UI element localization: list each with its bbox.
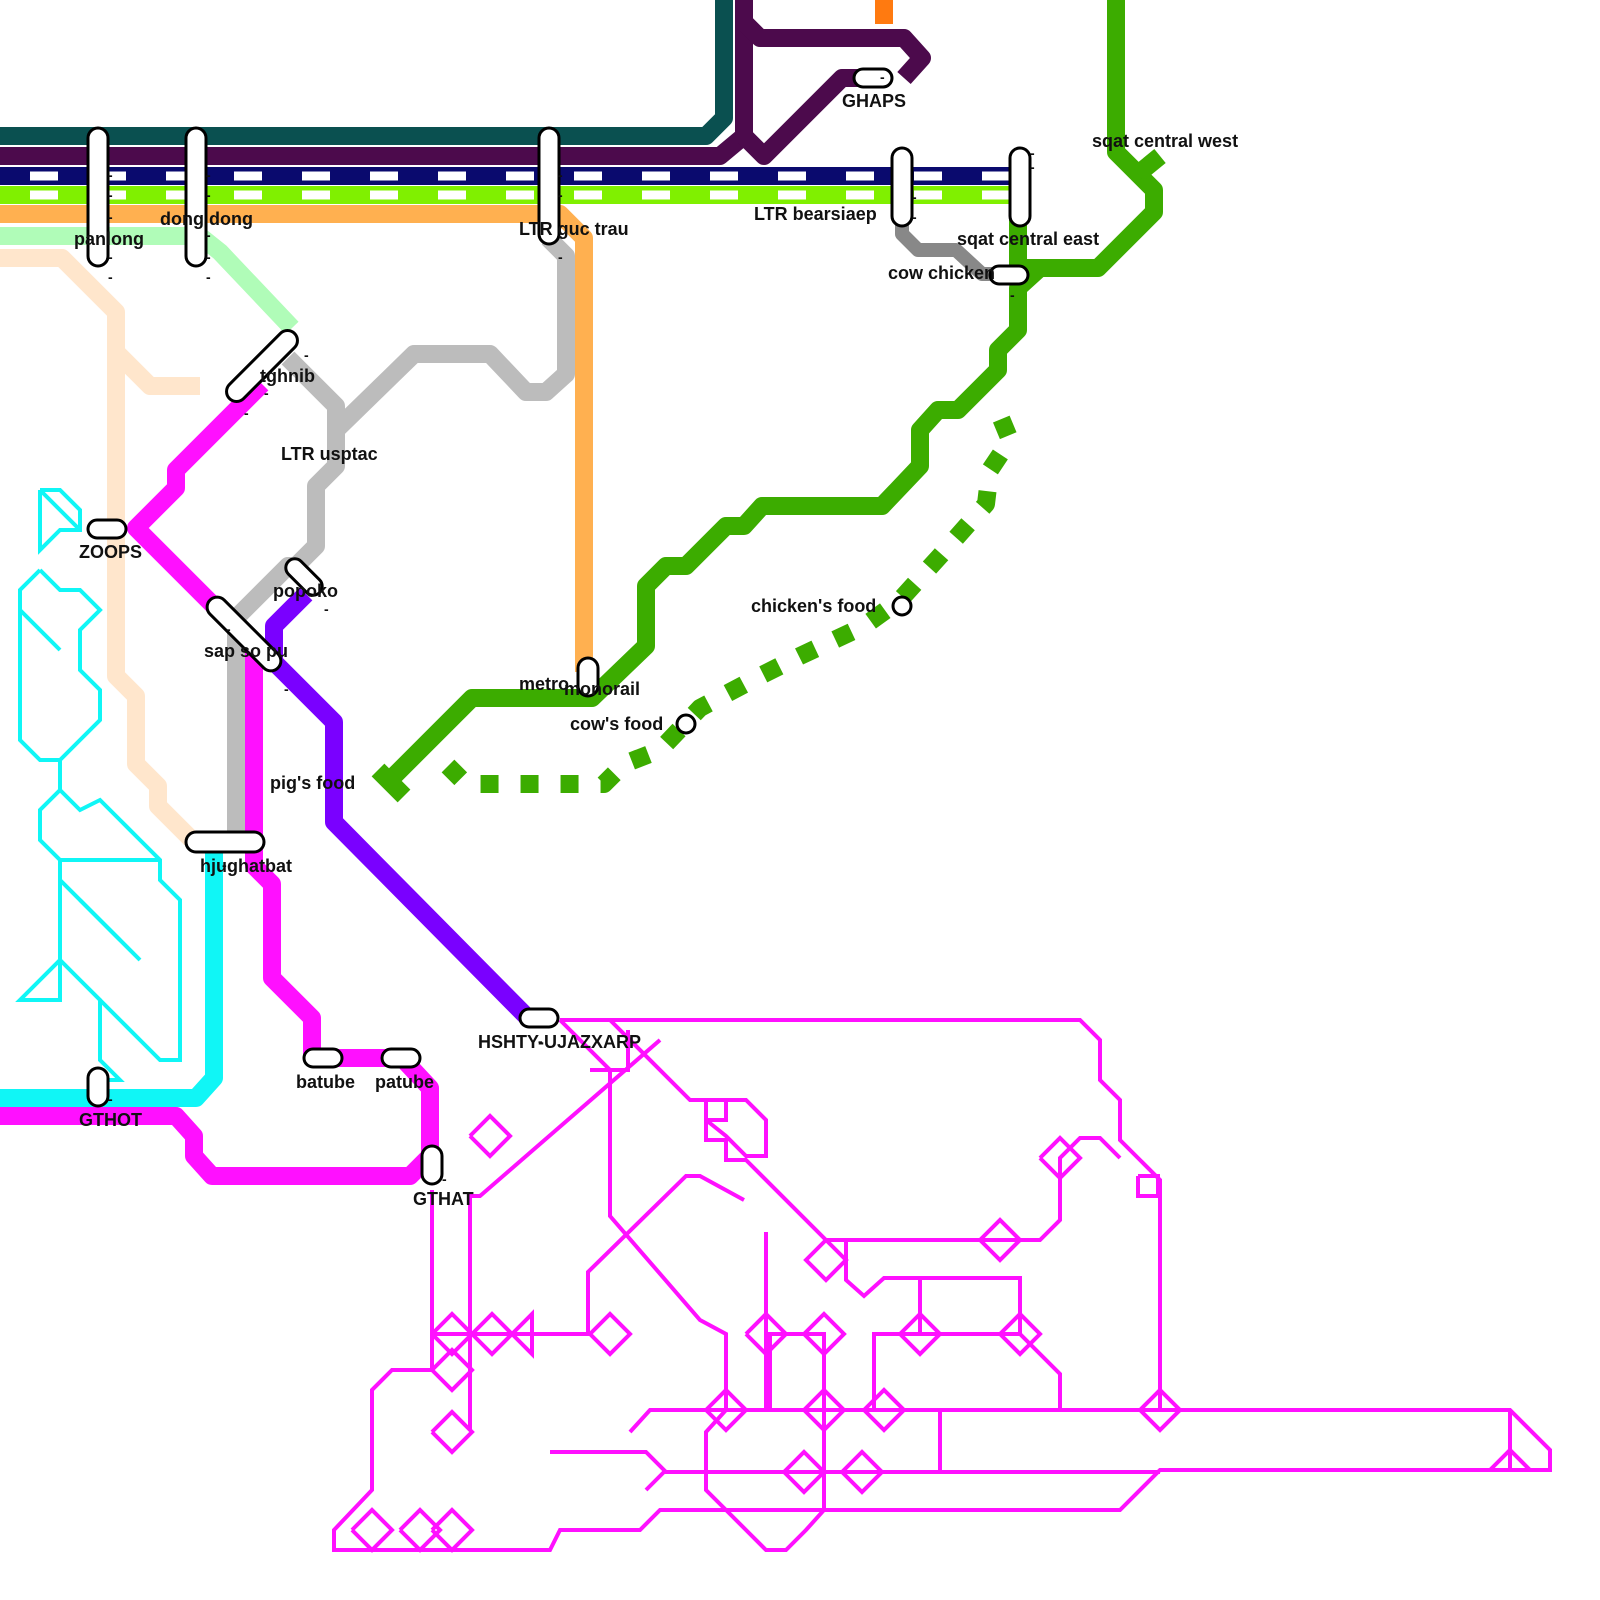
magenta-line-west[interactable] (0, 1116, 430, 1176)
station-zoops[interactable] (88, 520, 126, 538)
tick: - (226, 621, 231, 637)
tick: - (1030, 159, 1035, 175)
label-dong-dong: dong dong (160, 209, 253, 229)
station-ltr-bearsiaep[interactable] (892, 148, 912, 226)
tick: - (206, 167, 211, 183)
tick: - (206, 187, 211, 203)
tick: - (304, 347, 309, 363)
label-cows-food: cow's food (570, 714, 663, 734)
station-gthat[interactable] (422, 1146, 442, 1184)
station-sqat-central-east[interactable] (1010, 148, 1030, 226)
label-patube: patube (375, 1072, 434, 1092)
violet-line[interactable] (274, 594, 540, 1018)
tick: - (284, 681, 289, 697)
label-sqat-central-west: sqat central west (1092, 131, 1238, 151)
label-panlong: panlong (74, 229, 144, 249)
label-batube: batube (296, 1072, 355, 1092)
tick: - (558, 249, 563, 265)
label-metro: metro (519, 674, 569, 694)
label-tghnib: tghnib (260, 366, 315, 386)
tick: - (324, 601, 329, 617)
station-cows-food[interactable] (677, 715, 695, 733)
lines (0, 0, 1160, 1176)
tick: - (206, 249, 211, 265)
label-sqat-central-east: sqat central east (957, 229, 1099, 249)
plum-line-branch-b[interactable] (744, 78, 870, 156)
station-cow-chicken[interactable] (990, 266, 1028, 284)
label-popoko: popoko (273, 581, 338, 601)
label-gthat: GTHAT (413, 1189, 474, 1209)
plum-line-branch-a[interactable] (744, 22, 922, 78)
label-sap-so-pu: sap so pu (204, 641, 288, 661)
station-chickens-food[interactable] (893, 597, 911, 615)
tick: - (108, 167, 113, 183)
tick: - (108, 249, 113, 265)
tick: - (264, 385, 269, 401)
tick: - (558, 187, 563, 203)
label-pigs-food: pig's food (270, 773, 355, 793)
teal-line[interactable] (0, 0, 724, 136)
tick: - (442, 1171, 447, 1187)
tick: - (558, 167, 563, 183)
tick: - (206, 269, 211, 285)
tick: - (206, 227, 211, 243)
magenta-mesh (334, 1020, 1550, 1550)
label-ltr-usptac: LTR usptac (281, 444, 378, 464)
label-hjughatbat: hjughatbat (200, 856, 292, 876)
tick: - (244, 405, 249, 421)
tick: - (108, 1091, 113, 1107)
peach-line-branch[interactable] (116, 352, 200, 842)
tick: - (912, 189, 917, 205)
label-monorail: monorail (564, 679, 640, 699)
label-chickens-food: chicken's food (751, 596, 876, 616)
peach-line[interactable] (0, 258, 200, 386)
tick: - (1010, 287, 1015, 303)
label-hshty-ujazxarp: HSHTY-UJAZXARP (478, 1032, 641, 1052)
tick: - (880, 69, 885, 85)
label-cow-chicken: cow chicken (888, 263, 995, 283)
label-ltr-bearsiaep: LTR bearsiaep (754, 204, 877, 224)
tick: - (108, 269, 113, 285)
station-hjughatbat[interactable] (186, 832, 264, 852)
label-ghaps: GHAPS (842, 91, 906, 111)
tick: - (912, 209, 917, 225)
label-zoops: ZOOPS (79, 542, 142, 562)
station-batube[interactable] (304, 1049, 342, 1067)
station-hshty-ujazxarp[interactable] (520, 1009, 558, 1027)
label-gthot: GTHOT (79, 1110, 142, 1130)
tick: - (108, 187, 113, 203)
station-gthot[interactable] (88, 1068, 108, 1106)
station-patube[interactable] (382, 1049, 420, 1067)
station-dong-dong[interactable] (186, 128, 206, 266)
station-ghaps[interactable] (854, 69, 892, 87)
label-ltr-guc-trau: LTR guc trau (519, 219, 629, 239)
green-line-stub[interactable] (1138, 156, 1160, 174)
tick: - (108, 209, 113, 225)
